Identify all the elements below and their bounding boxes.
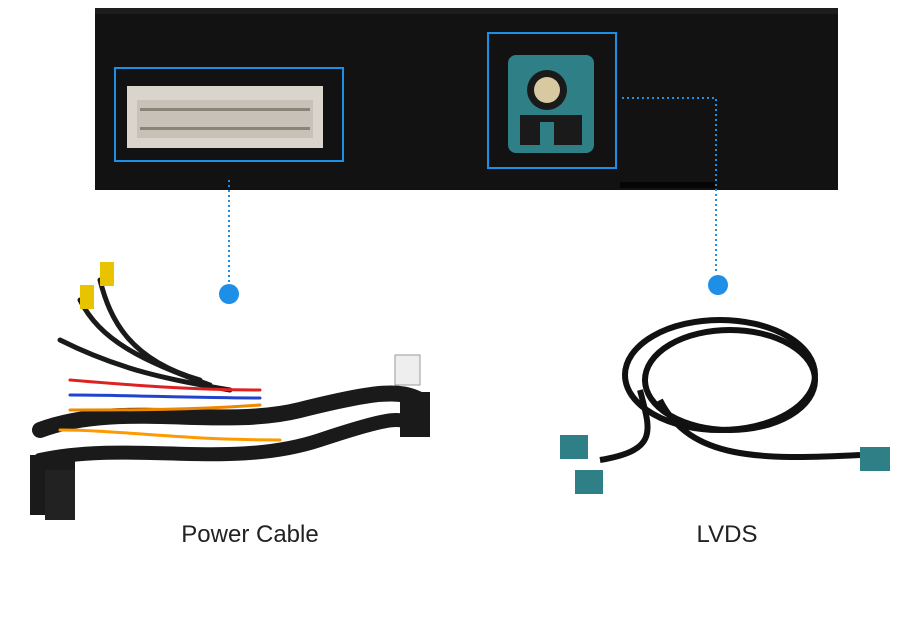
power-port [127,86,323,148]
lvds-callout-line [622,97,717,274]
lvds-callout-dot [708,275,728,295]
power-cable-image [30,262,430,520]
lvds-label: LVDS [696,521,758,548]
lvds-cable-image [560,317,890,494]
power-cable-label: Power Cable [181,521,319,548]
power-port-highlight [114,67,344,162]
lvds-port [508,55,594,153]
lvds-port-highlight [487,32,617,169]
power-callout-dot [219,284,239,304]
